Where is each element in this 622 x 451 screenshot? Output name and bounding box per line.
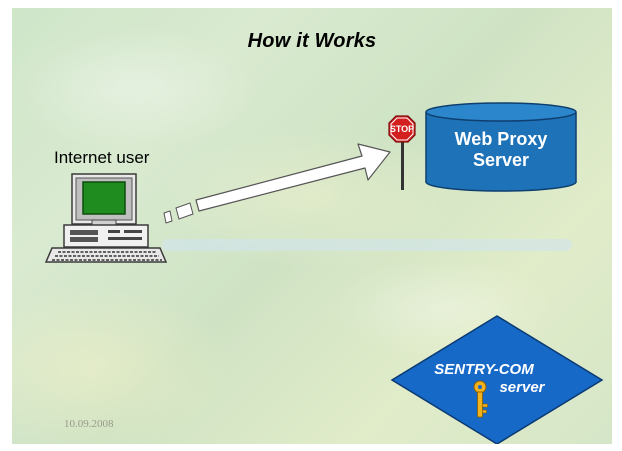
proxy-label-line1: Web Proxy xyxy=(455,129,548,149)
database-cylinder-icon: Web Proxy Server xyxy=(425,102,577,192)
connection-band xyxy=(162,239,572,251)
sentry-label-line2: server xyxy=(499,379,545,396)
stop-sign-text: STOP xyxy=(390,124,414,134)
key-icon xyxy=(473,380,488,418)
sentry-label-line1: SENTRY-COM xyxy=(434,361,534,378)
proxy-label-line2: Server xyxy=(473,150,529,170)
request-arrow xyxy=(163,143,391,224)
stop-sign-icon: STOP xyxy=(388,115,416,190)
internet-user-label: Internet user xyxy=(54,148,150,167)
slide-date: 10.09.2008 xyxy=(64,418,114,430)
computer-icon xyxy=(44,173,168,263)
slide-title: How it Works xyxy=(247,30,377,52)
diagram-canvas: STOP Web Proxy Server SENTRY-COM server xyxy=(44,102,604,444)
slide: How it Works Internet user xyxy=(12,8,612,444)
sentry-com-server: SENTRY-COM server xyxy=(390,315,604,444)
